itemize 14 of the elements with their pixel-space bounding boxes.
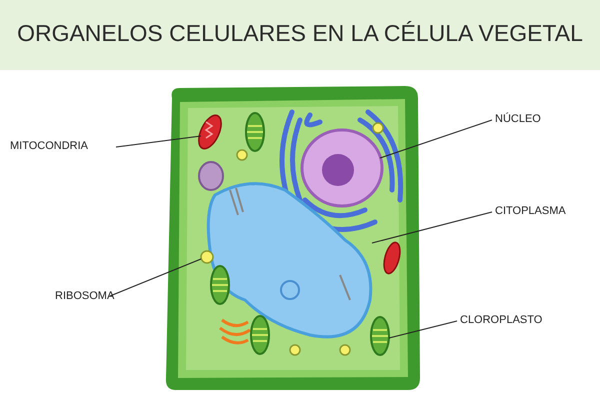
title: ORGANELOS CELULARES EN LA CÉLULA VEGETAL (16, 20, 584, 47)
part-label: MITOCONDRIA (10, 140, 88, 153)
leader-line (372, 212, 492, 244)
nucleus-drawing (300, 128, 384, 208)
mitochondrion-drawing (198, 114, 222, 150)
part-label: CLOROPLASTO (460, 314, 542, 327)
part-label: NÚCLEO (495, 113, 541, 126)
leader-line (110, 258, 202, 296)
leader-line (380, 120, 492, 158)
part-label: CITOPLASMA (495, 205, 566, 218)
leader-line (388, 320, 458, 338)
leader-line (116, 136, 202, 148)
ribosome-circle (200, 250, 214, 264)
part-label: RIBOSOMA (55, 290, 114, 303)
